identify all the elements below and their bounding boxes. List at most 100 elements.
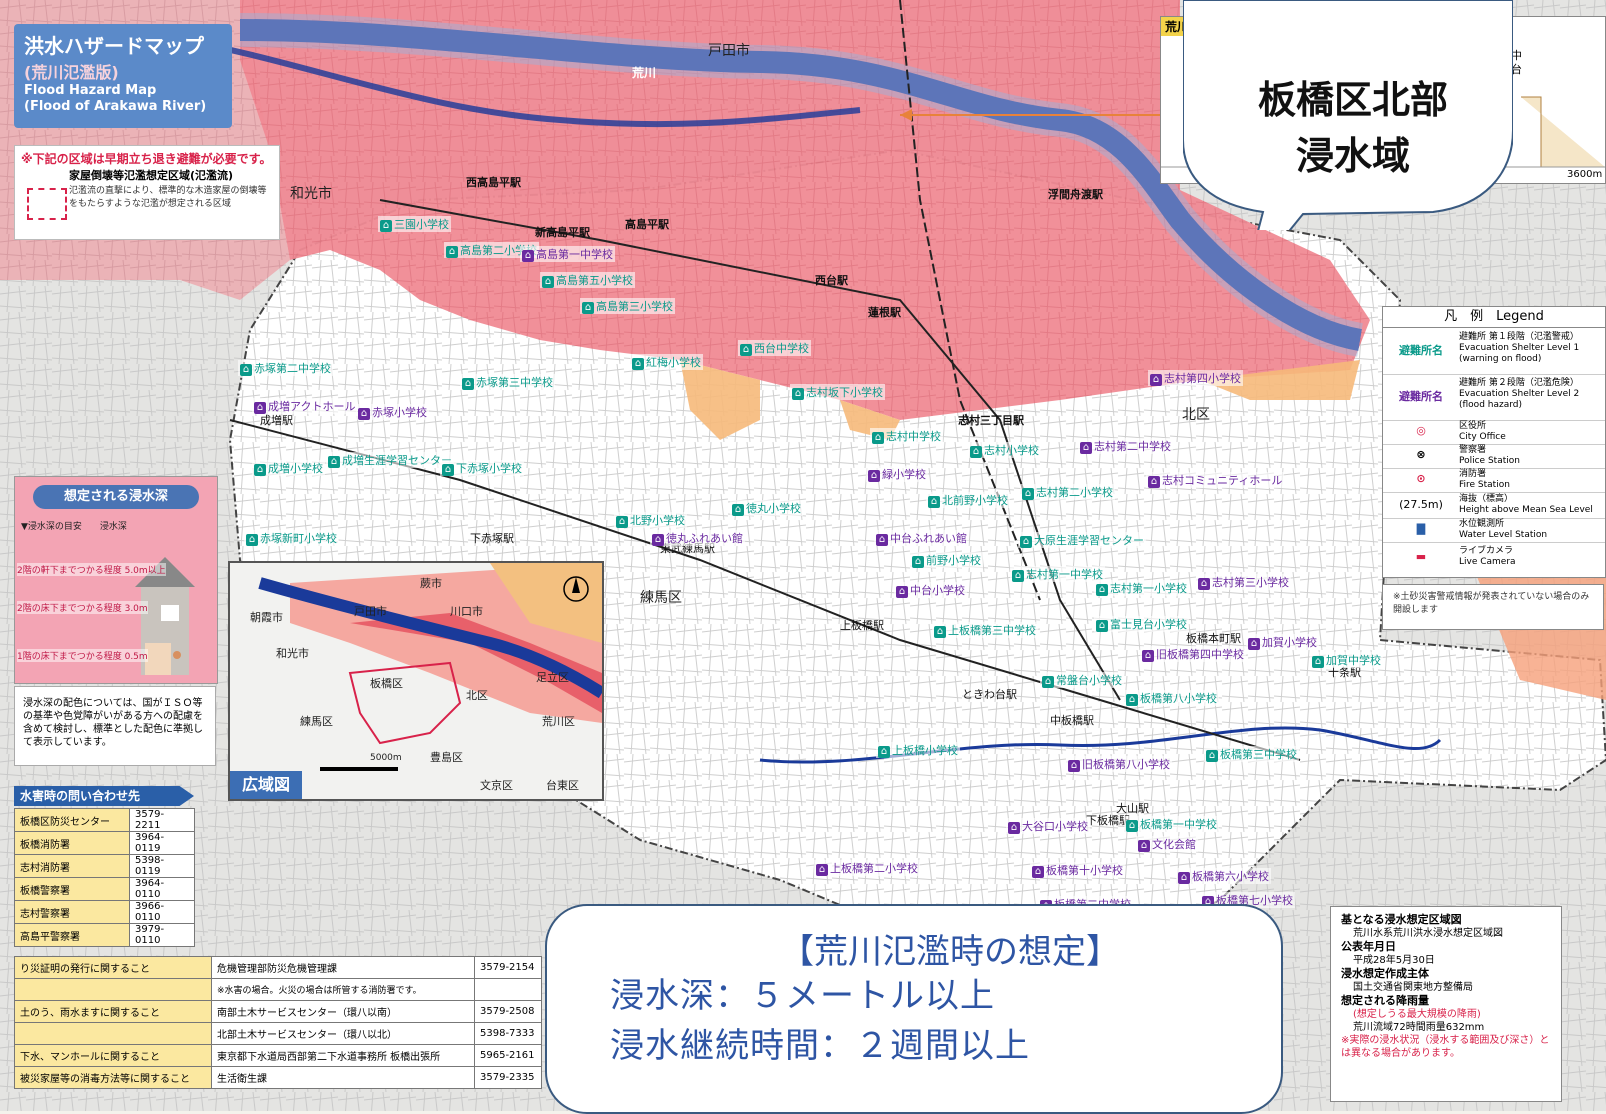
rail-tobu-tojo-line [229,419,1301,761]
contact-tel[interactable]: 3964-0110 [129,877,195,901]
school-akatsuka-2-jhs[interactable]: 赤塚第二中学校 [238,360,333,376]
school-shimura-4[interactable]: 志村第四小学校 [1148,370,1243,386]
elevation-label-4: 台 [1511,63,1522,76]
station-shin-takashimadaira[interactable]: 新高島平駅 [535,226,590,239]
station-hasune[interactable]: 蓮根駅 [868,306,901,319]
inset-kita: 北区 [466,689,488,702]
school-akatsuka-3-jhs[interactable]: 赤塚第三中学校 [460,374,555,390]
station-shimura-sanchome[interactable]: 志村三丁目駅 [958,414,1024,427]
station-naka-itabashi[interactable]: 中板橋駅 [1050,714,1094,727]
station-shimo-akatsuka[interactable]: 下赤塚駅 [470,532,514,545]
school-narimasu[interactable]: 成増小学校 [252,460,325,476]
contact-tel[interactable]: 3579-2211 [129,808,195,832]
legend-jp: 消防署 [1459,469,1487,479]
inset-overview-map[interactable]: 朝霞市 戸田市 川口市 蕨市 和光市 板橋区 北区 足立区 練馬区 豊島区 文京… [228,561,604,801]
inquiry-tel[interactable]: 3579-2335 [474,1066,542,1089]
contact-tel[interactable]: 3964-0119 [129,831,195,855]
school-shimo-akatsuka[interactable]: 下赤塚小学校 [440,460,524,476]
station-shimo-itabashi[interactable]: 下板橋駅 [1086,814,1130,827]
school-ohara-lifelong[interactable]: 大原生涯学習センター [1018,532,1146,548]
station-nishi-takashimadaira[interactable]: 西高島平駅 [466,176,521,189]
note-duration: 浸水継続時間：２週間以上 [610,1026,1030,1066]
school-takashima-5[interactable]: 高島第五小学校 [540,272,635,288]
school-kitano[interactable]: 北野小学校 [614,512,687,528]
school-kamiitabashi-3-jhs[interactable]: 上板橋第三中学校 [932,622,1038,638]
school-kyu-itabashi-8[interactable]: 旧板橋第八小学校 [1066,756,1172,772]
school-fujimidai[interactable]: 富士見台小学校 [1094,616,1189,632]
school-shimura-3[interactable]: 志村第三小学校 [1196,574,1291,590]
police-station-icon: ⊗ [1416,448,1426,461]
school-itabashi-10[interactable]: 板橋第十小学校 [1030,862,1125,878]
station-takashimadaira[interactable]: 高島平駅 [625,218,669,231]
school-itabashi-6[interactable]: 板橋第六小学校 [1176,868,1271,884]
station-ukima-funado[interactable]: 浮間舟渡駅 [1048,188,1103,201]
inset-warabi: 蕨市 [420,577,442,590]
school-shimura-jhs[interactable]: 志村中学校 [870,428,943,444]
inquiry-tel[interactable]: 5965-2161 [474,1044,542,1067]
school-kyu-itabashi-4-jhs[interactable]: 旧板橋第四中学校 [1140,646,1246,662]
school-akatsuka-shinmachi[interactable]: 赤塚新町小学校 [244,530,339,546]
bubble-line-1: 板橋区北部 [1257,78,1448,122]
school-narimasu-lifelong[interactable]: 成増生涯学習センター [326,452,454,468]
school-nakadai-fureai[interactable]: 中台ふれあい館 [874,530,969,546]
school-kita-maeno[interactable]: 北前野小学校 [926,492,1010,508]
school-tokiwadai[interactable]: 常盤台小学校 [1040,672,1124,688]
contact-tel[interactable]: 3979-0110 [129,923,195,947]
school-shimura-1-jhs[interactable]: 志村第一中学校 [1010,566,1105,582]
station-oyama[interactable]: 大山駅 [1116,802,1149,815]
school-shimura-sakashita[interactable]: 志村坂下小学校 [790,384,885,400]
notice-heading: ※下記の区域は早期立ち退き避難が必要です。 [21,152,272,166]
station-itabashi-honcho[interactable]: 板橋本町駅 [1186,632,1241,645]
school-kaga-jhs[interactable]: 加賀中学校 [1310,652,1383,668]
school-itabashi-7[interactable]: 板橋第七小学校 [1200,892,1295,908]
inquiry-tel[interactable]: 3579-2508 [474,1000,542,1023]
school-akatsuka[interactable]: 赤塚小学校 [356,404,429,420]
station-tokiwadai[interactable]: ときわ台駅 [962,688,1017,701]
school-itabashi-1-jhs[interactable]: 板橋第一中学校 [1124,816,1219,832]
depth-row-3m: 2階の床下までつかる程度 3.0m [17,601,148,614]
school-takashima-3[interactable]: 高島第三小学校 [580,298,675,314]
school-shimura[interactable]: 志村小学校 [968,442,1041,458]
contact-name: 板橋区防災センター [14,808,130,832]
inquiry-tel[interactable]: 3579-2154 [474,956,542,979]
school-kamiitabashi-2[interactable]: 上板橋第二小学校 [814,860,920,876]
note-depth: 浸水深：５メートル以上 [610,976,995,1016]
school-shimura-1[interactable]: 志村第一小学校 [1094,580,1189,596]
station-kami-itabashi[interactable]: 上板橋駅 [840,619,884,632]
contact-tel[interactable]: 5398-0119 [129,854,195,878]
school-otaniguchi[interactable]: 大谷口小学校 [1006,818,1090,834]
inquiry-tel[interactable]: 5398-7333 [474,1022,542,1045]
school-kobai[interactable]: 紅梅小学校 [630,354,703,370]
legend-en: City Office [1459,432,1506,442]
station-nishidai[interactable]: 西台駅 [815,274,848,287]
school-takashima-1-jhs[interactable]: 高島第一中学校 [520,246,615,262]
school-shimura-2-jhs[interactable]: 志村第二中学校 [1078,438,1173,454]
school-nishidai-jhs[interactable]: 西台中学校 [738,340,811,356]
school-maeno[interactable]: 前野小学校 [910,552,983,568]
school-kaga[interactable]: 加賀小学校 [1246,634,1319,650]
school-tokumaru-fureai[interactable]: 徳丸ふれあい館 [650,530,745,546]
elevation-label-2: 中 [1511,49,1522,62]
school-takashima-2[interactable]: 高島第二小学校 [444,242,539,258]
school-kamiitabashi[interactable]: 上板橋小学校 [876,742,960,758]
school-shimura-2[interactable]: 志村第二小学校 [1020,484,1115,500]
school-itabashi-3-jhs[interactable]: 板橋第三中学校 [1204,746,1299,762]
station-narimasu[interactable]: 成増駅 [260,414,293,427]
school-bunka-kaikan[interactable]: 文化会館 [1136,836,1198,852]
school-midori[interactable]: 緑小学校 [866,466,928,482]
map-title-en-sub: (Flood of Arakawa River) [24,99,207,114]
info-note: ※実際の浸水状況（浸水する範囲及び深さ）とは異なる場合があります。 [1341,1035,1550,1059]
school-narimasu-act-hall[interactable]: 成増アクトホール [252,398,358,414]
map-title-jp: 洪水ハザードマップ [24,34,204,58]
contact-tel[interactable]: 3966-0110 [129,900,195,924]
inquiry-row: 北部土木サービスセンター（環八以北）5398-7333 [14,1022,542,1045]
school-nakadai[interactable]: 中台小学校 [894,582,967,598]
station-jujo[interactable]: 十条駅 [1328,666,1361,679]
school-misono[interactable]: 三園小学校 [378,216,451,232]
school-shimura-community-hall[interactable]: 志村コミュニティホール [1146,472,1285,488]
school-tokumaru[interactable]: 徳丸小学校 [730,500,803,516]
school-itabashi-8[interactable]: 板橋第八小学校 [1124,690,1219,706]
